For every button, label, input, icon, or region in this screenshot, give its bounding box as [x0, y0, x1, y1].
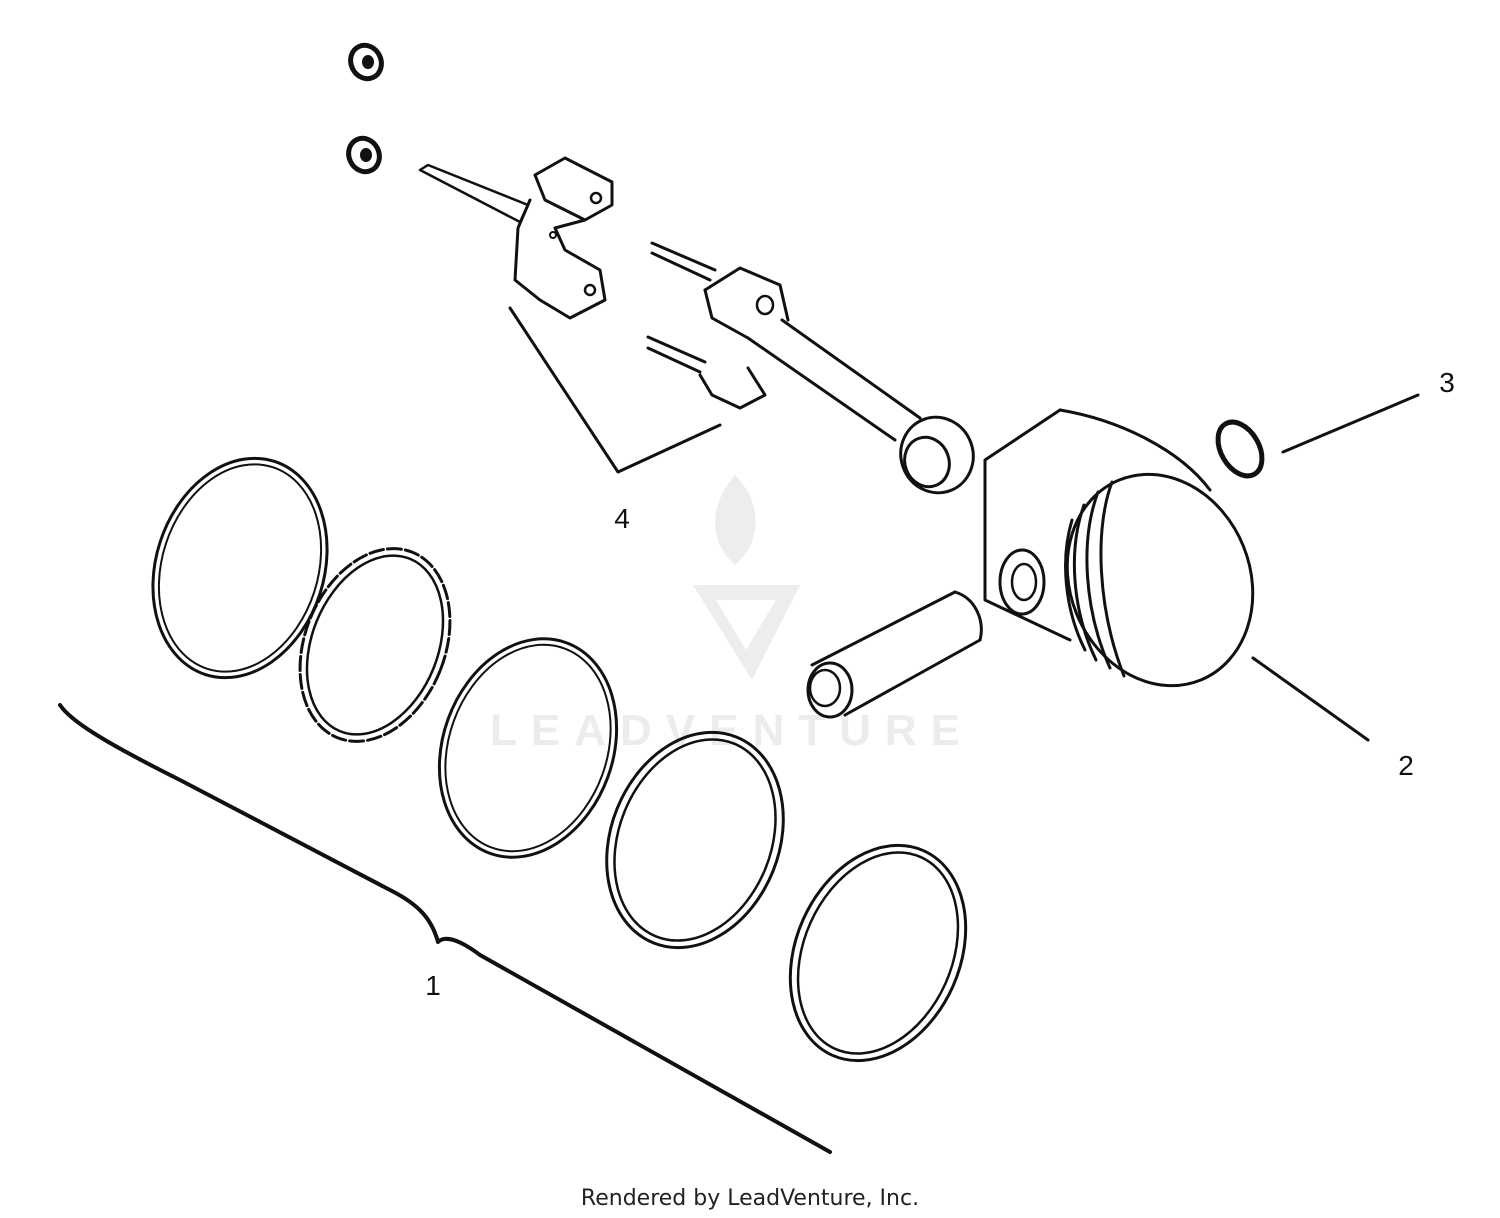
piston-ring-5[interactable] [758, 817, 999, 1088]
rod-nut-top[interactable] [345, 40, 387, 83]
piston[interactable] [983, 408, 1284, 714]
watermark: LEADVENTURE [490, 475, 974, 755]
leader-line-2 [1251, 656, 1370, 742]
callout-3: 3 [1439, 367, 1455, 398]
leader-line-3 [1281, 393, 1420, 454]
connecting-rod[interactable] [646, 241, 984, 503]
callout-1: 1 [425, 970, 441, 1001]
leader-lines [58, 306, 1420, 1154]
piston-ring-4[interactable] [576, 706, 815, 975]
piston-ring-1[interactable] [126, 436, 355, 701]
leader-line-4 [508, 306, 722, 474]
rod-nut-bottom[interactable] [343, 133, 385, 176]
bracket-1 [58, 703, 832, 1154]
footer-credit: Rendered by LeadVenture, Inc. [581, 1186, 919, 1211]
rod-cap[interactable] [418, 156, 614, 320]
piston-ring-3[interactable] [410, 614, 646, 883]
callout-4: 4 [614, 503, 630, 534]
watermark-text: LEADVENTURE [490, 706, 974, 755]
piston-pin-retainer[interactable] [1209, 414, 1271, 483]
callout-2: 2 [1398, 750, 1414, 781]
piston-pin[interactable] [806, 590, 983, 719]
leadventure-logo-icon [693, 475, 800, 680]
piston-ring-2-oil[interactable] [273, 526, 478, 764]
